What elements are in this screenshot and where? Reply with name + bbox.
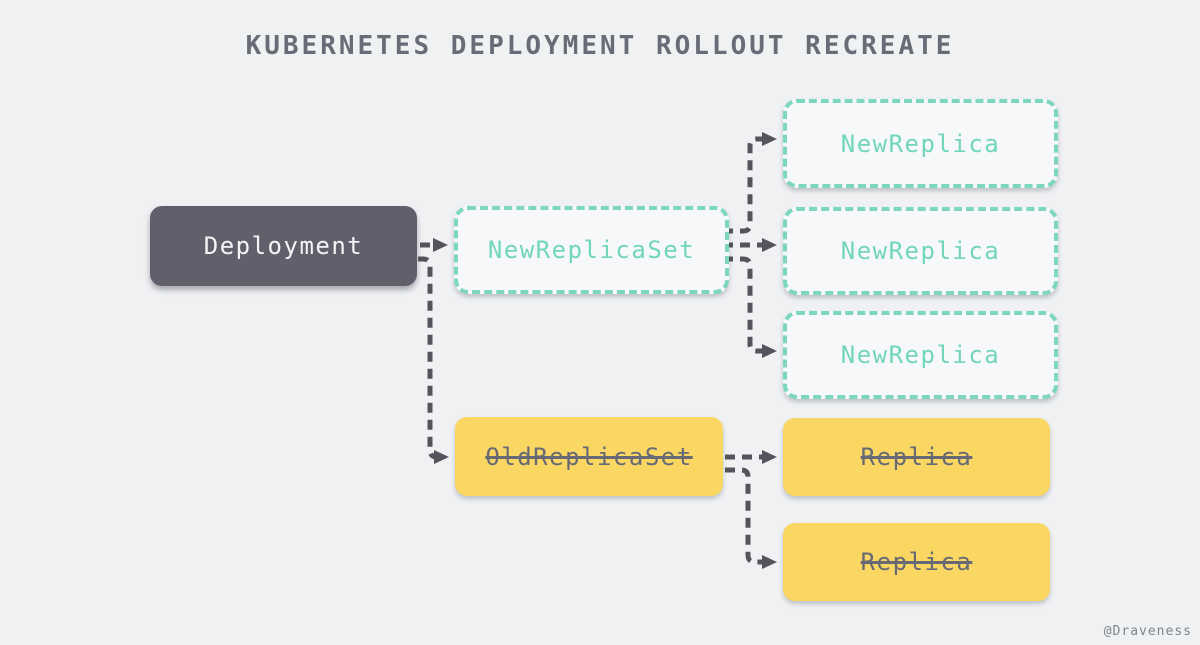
node-new-replica-1: NewReplica <box>783 99 1058 188</box>
node-new-replica-2-label: NewReplica <box>840 237 1001 265</box>
node-new-replica-set-label: NewReplicaSet <box>487 236 696 264</box>
node-old-replica-1: Replica <box>783 418 1050 496</box>
edge-newreplicaset-to-newreplica-3 <box>723 256 777 358</box>
node-old-replica-2-label: Replica <box>860 548 973 576</box>
watermark: @Draveness <box>1103 624 1192 639</box>
node-old-replica-set-label: OldReplicaSet <box>485 442 693 471</box>
edge-oldreplicaset-to-replica-2 <box>725 467 777 569</box>
node-deployment: Deployment <box>150 206 417 286</box>
node-old-replica-1-label: Replica <box>860 443 973 471</box>
node-new-replica-3: NewReplica <box>783 311 1058 399</box>
node-new-replica-set: NewReplicaSet <box>454 206 729 294</box>
node-new-replica-3-label: NewReplica <box>840 341 1001 369</box>
node-new-replica-1-label: NewReplica <box>840 129 1001 158</box>
node-new-replica-2: NewReplica <box>783 207 1058 295</box>
node-deployment-label: Deployment <box>203 232 364 260</box>
node-old-replica-2: Replica <box>783 523 1050 601</box>
edge-newreplicaset-to-newreplica-1 <box>723 132 777 234</box>
edge-deployment-to-oldreplicaset <box>418 256 449 464</box>
node-old-replica-set: OldReplicaSet <box>455 417 723 496</box>
diagram-title: KUBERNETES DEPLOYMENT ROLLOUT RECREATE <box>245 31 955 61</box>
